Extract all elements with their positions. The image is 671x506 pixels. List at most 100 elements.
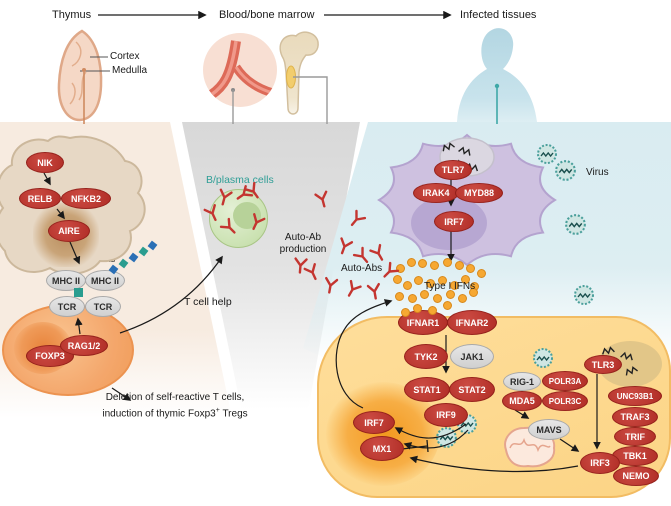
node-nik: NIK <box>26 152 64 173</box>
ifn-dot-icon <box>443 258 452 267</box>
virus-icon <box>530 345 556 371</box>
antibody-icon <box>301 261 324 284</box>
rna-squiggle-icon <box>457 145 475 159</box>
ifn-dot-icon <box>428 306 437 315</box>
virus-icon <box>562 211 589 238</box>
node-nemo: NEMO <box>613 466 659 486</box>
antibody-icon <box>242 180 266 204</box>
node-stat1: STAT1 <box>404 377 450 402</box>
virus-label: Virus <box>586 167 609 178</box>
peptide-square-icon <box>74 288 83 297</box>
node-irak4: IRAK4 <box>413 183 459 203</box>
node-rag12: RAG1/2 <box>60 335 108 356</box>
stage-label-thymus: Thymus <box>52 9 92 21</box>
antibody-icon <box>351 245 375 269</box>
antibody-icon <box>321 276 341 296</box>
ifn-dot-icon <box>401 308 410 317</box>
auto-ab-production-label: Auto-Ab production <box>279 232 327 255</box>
node-mx1: MX1 <box>360 436 404 461</box>
node-relb: RELB <box>19 188 61 209</box>
antibody-icon <box>334 236 356 258</box>
t-cell-help-label: T cell help <box>184 296 232 308</box>
deletion-note: Deletion of self-reactive T cells, induc… <box>102 392 248 420</box>
node-polr3a: POLR3A <box>542 371 588 391</box>
ifn-dot-icon <box>458 294 467 303</box>
node-traf3: TRAF3 <box>612 407 658 427</box>
ifn-dot-icon <box>477 269 486 278</box>
node-mhc2-right: MHC II <box>85 270 125 291</box>
ifn-dot-icon <box>414 276 423 285</box>
node-irf9: IRF9 <box>424 403 468 427</box>
antibody-icon <box>291 256 309 274</box>
node-tyk2: TYK2 <box>404 344 448 369</box>
ifn-dot-icon <box>403 281 412 290</box>
ifn-dot-icon <box>413 304 422 313</box>
ifn-dot-icon <box>430 261 439 270</box>
antibody-icon <box>365 282 385 302</box>
ifn-dot-icon <box>461 275 470 284</box>
node-stat2: STAT2 <box>449 377 495 402</box>
antibody-icon <box>245 211 268 234</box>
node-trif: TRIF <box>614 427 656 446</box>
node-aire: AIRE <box>48 220 90 242</box>
ifn-dot-icon <box>433 294 442 303</box>
human-silhouette <box>455 26 539 122</box>
ifn-dot-icon <box>443 301 452 310</box>
antibody-icon <box>341 278 364 301</box>
node-jak1: JAK1 <box>450 344 494 369</box>
node-tcr-right: TCR <box>85 296 121 317</box>
node-mda5: MDA5 <box>502 391 542 411</box>
thymus-organ <box>52 28 110 124</box>
antibody-icon <box>345 208 369 232</box>
ifn-dot-icon <box>408 294 417 303</box>
ifn-dot-icon <box>466 264 475 273</box>
ifn-dot-icon <box>395 292 404 301</box>
cortex-label: Cortex <box>110 51 140 62</box>
ifn-dot-icon <box>393 275 402 284</box>
ifn-dot-icon <box>426 279 435 288</box>
virus-icon <box>571 282 597 308</box>
ifn-dot-icon <box>438 276 447 285</box>
ifn-dot-icon <box>418 259 427 268</box>
ifn-dot-icon <box>420 290 429 299</box>
node-tlr7: TLR7 <box>434 160 472 180</box>
antibody-icon <box>312 189 333 210</box>
ifn-dot-icon <box>407 258 416 267</box>
bone-marrow-organ <box>272 30 324 122</box>
stage-label-blood: Blood/bone marrow <box>219 9 315 21</box>
rna-squiggle-icon <box>619 350 637 363</box>
ifn-dot-icon <box>469 288 478 297</box>
node-epi-irf7: IRF7 <box>353 411 395 434</box>
antibody-icon <box>367 242 390 265</box>
ifn-dot-icon <box>396 264 405 273</box>
antibody-icon <box>214 187 235 208</box>
type-i-ifns-label: Type I IFNs <box>424 281 476 292</box>
antibody-icon <box>377 259 401 283</box>
ifn-dot-icon <box>455 261 464 270</box>
medulla-label: Medulla <box>112 65 148 76</box>
ifn-dot-icon <box>446 290 455 299</box>
rna-squiggle-icon <box>600 344 618 356</box>
node-unc93b1: UNC93B1 <box>608 386 662 406</box>
node-pdc-irf7: IRF7 <box>434 211 474 232</box>
rna-squiggle-icon <box>440 140 458 154</box>
antibody-icon <box>217 215 241 239</box>
node-nfkb2: NFKB2 <box>61 188 111 209</box>
auto-abs-label: Auto-Abs <box>341 263 383 274</box>
node-tlr3: TLR3 <box>584 355 622 374</box>
node-mavs: MAVS <box>528 419 570 440</box>
node-irf3: IRF3 <box>580 452 620 474</box>
ifn-dot-icon <box>450 281 459 290</box>
antibody-icon <box>201 202 224 225</box>
node-polr3c: POLR3C <box>542 391 588 411</box>
b-plasma-label: B/plasma cells <box>206 174 274 186</box>
node-myd88: MYD88 <box>455 183 503 203</box>
foxp3-sup: + <box>215 407 220 414</box>
node-tcr-left: TCR <box>49 296 85 317</box>
blood-vessel-inset <box>203 33 277 107</box>
rna-squiggle-icon <box>623 363 641 377</box>
node-rig1: RIG-1 <box>503 372 541 391</box>
stage-label-infected: Infected tissues <box>460 9 537 21</box>
node-ifnar2: IFNAR2 <box>447 310 497 335</box>
